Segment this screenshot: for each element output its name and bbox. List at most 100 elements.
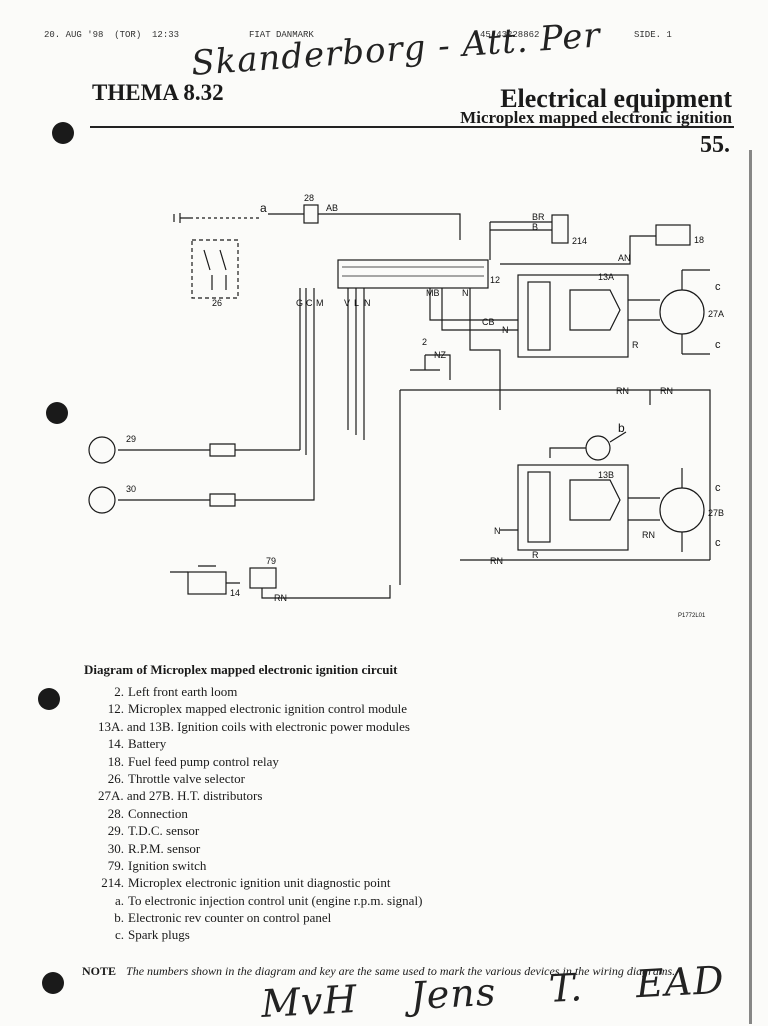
key-item-number: c.	[114, 927, 124, 943]
wire-r2: R	[532, 550, 539, 560]
wire-n: N	[364, 298, 371, 308]
note-label: NOTE	[82, 964, 117, 978]
battery	[187, 571, 227, 595]
key-item-text: Ignition switch	[128, 857, 207, 873]
key-item: 13A. and 13B. Ignition coils with electr…	[84, 718, 724, 735]
key-item: 30.R.P.M. sensor	[84, 840, 724, 857]
drawing-reference: P1772L01	[678, 613, 706, 619]
label-79: 79	[266, 556, 276, 566]
key-item-text: T.D.C. sensor	[128, 823, 200, 839]
ht-distributor-27a	[659, 289, 705, 335]
label-29: 29	[126, 434, 136, 444]
fax-sender: FIAT DANMARK	[249, 30, 314, 40]
wire-r1: R	[632, 340, 639, 350]
key-item-text: 13A. and 13B. Ignition coils with electr…	[98, 718, 410, 734]
key-item-number: 12.	[107, 701, 124, 717]
key-item: b.Electronic rev counter on control pane…	[84, 909, 724, 926]
key-item: 29.T.D.C. sensor	[84, 822, 724, 839]
margin-line	[749, 150, 752, 1024]
ht-distributor-27b	[659, 487, 705, 533]
key-item-number: 18.	[107, 753, 124, 769]
key-item-text: Battery	[128, 736, 167, 752]
fax-header: 20. AUG '98 (TOR) 12:33 FIAT DANMARK 45 …	[44, 30, 684, 44]
section-subtitle: Microplex mapped electronic ignition	[460, 108, 732, 127]
key-item-number: 2.	[114, 684, 124, 699]
label-28: 28	[304, 193, 314, 203]
label-12: 12	[490, 275, 500, 285]
key-item-number: 14.	[107, 736, 124, 752]
key-item-number: 29.	[107, 823, 124, 839]
fax-date-time: 20. AUG '98 (TOR) 12:33	[44, 30, 180, 40]
wire-rn5: RN	[274, 593, 287, 603]
key-item-number: 79.	[107, 857, 124, 873]
fuel-pump-relay	[655, 224, 691, 246]
wire-br: BR	[532, 212, 545, 222]
punch-hole	[52, 122, 74, 144]
key-item: c.Spark plugs	[84, 926, 724, 943]
wire-g: G	[296, 298, 303, 308]
diagram-key: Diagram of Microplex mapped electronic i…	[84, 662, 724, 944]
label-c2: c	[715, 339, 721, 351]
key-item-number: 214.	[101, 875, 124, 891]
label-b: b	[618, 421, 625, 435]
wire-mb: MB	[426, 288, 440, 298]
wire-cb: CB	[482, 317, 495, 327]
key-item: 26.Throttle valve selector	[84, 770, 724, 787]
wire-ab: AB	[326, 203, 338, 213]
key-item-text: To electronic injection control unit (en…	[128, 892, 423, 908]
label-26: 26	[212, 298, 222, 308]
label-2: 2	[422, 337, 427, 347]
key-title: Diagram of Microplex mapped electronic i…	[84, 662, 398, 677]
wire-v: V	[344, 298, 350, 308]
label-c1: c	[715, 281, 721, 293]
tdc-sensor	[88, 436, 116, 464]
model-name: THEMA 8.32	[92, 80, 224, 105]
key-item: 18.Fuel feed pump control relay	[84, 753, 724, 770]
punch-hole	[42, 972, 64, 994]
throttle-valve-selector	[191, 239, 239, 299]
label-13a: 13A	[598, 272, 614, 282]
fax-page: SIDE. 1	[634, 30, 672, 40]
section-title: Electrical equipment	[500, 84, 732, 113]
punch-hole	[38, 688, 60, 710]
wiring-diagram: 28 a AB BR B 214 18 AN 12 13A c 27A c 26…	[88, 193, 724, 619]
wire-n2: N	[462, 288, 469, 298]
wire-rn4: RN	[490, 556, 503, 566]
key-item-number: 28.	[107, 805, 124, 821]
wire-rn2: RN	[660, 386, 673, 396]
key-item-text: Microplex mapped electronic ignition con…	[128, 701, 408, 717]
wire-rn1: RN	[616, 386, 629, 396]
key-item-number: b.	[114, 910, 124, 926]
label-30: 30	[126, 484, 136, 494]
label-a: a	[260, 201, 267, 215]
key-item-text: 27A. and 27B. H.T. distributors	[98, 788, 263, 804]
connection-28	[303, 204, 319, 224]
wire-n4: N	[494, 526, 501, 536]
key-item: 12.Microplex mapped electronic ignition …	[84, 700, 724, 717]
wire-an: AN	[618, 253, 631, 263]
wire-rn3: RN	[642, 530, 655, 540]
key-item-text: R.P.M. sensor	[128, 840, 201, 856]
label-13b: 13B	[598, 470, 614, 480]
wire-n3: N	[502, 325, 509, 335]
key-item-number: 26.	[107, 770, 124, 786]
key-item-text: Throttle valve selector	[128, 770, 245, 786]
wire-nz: NZ	[434, 350, 446, 360]
rev-counter	[585, 435, 611, 461]
control-module	[337, 259, 489, 289]
key-item: 27A. and 27B. H.T. distributors	[84, 787, 724, 804]
key-item-text: Spark plugs	[128, 927, 190, 943]
page-number: 55.	[700, 132, 730, 158]
key-item: 14.Battery	[84, 735, 724, 752]
key-item-text: Microplex electronic ignition unit diagn…	[128, 875, 391, 891]
wire-b: B	[532, 222, 538, 232]
rpm-sensor	[88, 486, 116, 514]
label-214: 214	[572, 236, 587, 246]
wire-l: L	[354, 298, 359, 308]
key-item-number: a.	[114, 892, 124, 908]
ignition-coil-13b	[517, 464, 629, 551]
wire-m: M	[316, 298, 324, 308]
key-item-text: Electronic rev counter on control panel	[128, 910, 332, 926]
